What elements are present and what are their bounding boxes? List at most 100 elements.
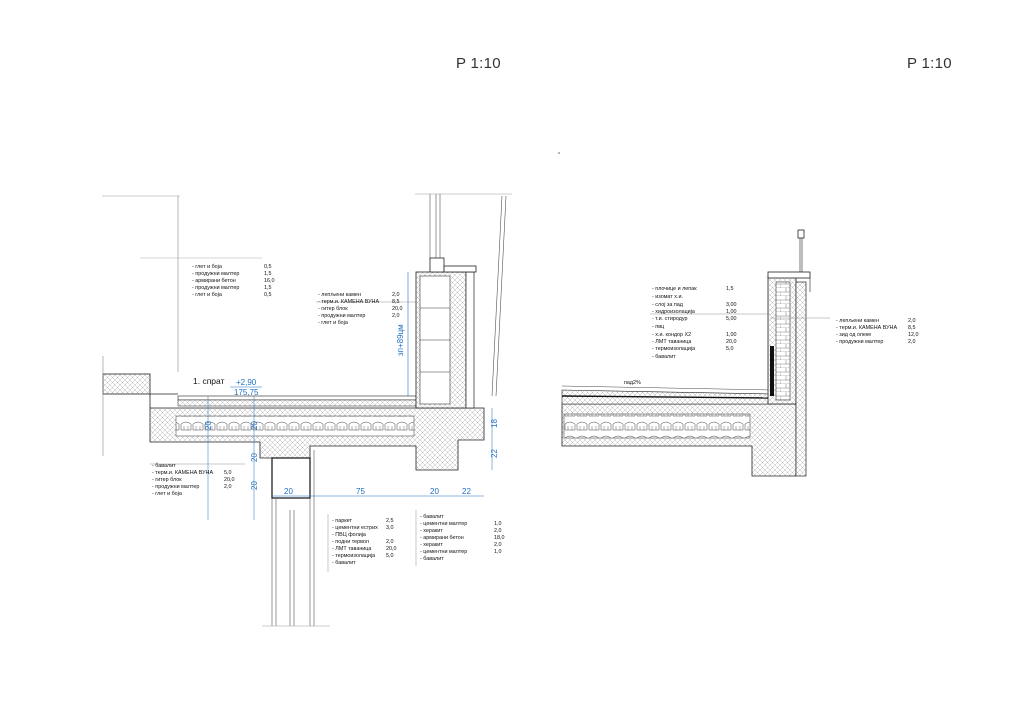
left-detail: 1. спрат +2,90 175,75 зп+89цм 20 20 20 2… [102,193,512,627]
svg-text:2,0: 2,0 [494,528,502,534]
label-wall-0: - лепљени камен [318,292,361,298]
label-lower-0: - бавалит [152,463,176,469]
dim-right-top: 18 [490,419,499,428]
svg-text:2,5: 2,5 [386,518,394,524]
svg-text:3,0: 3,0 [386,525,394,531]
svg-text:2,0: 2,0 [494,542,502,548]
svg-text:18,0: 18,0 [494,535,505,541]
label-beam-2: - херакит [420,528,443,534]
label-lower-3: - продужни малтер [152,484,199,490]
label-lower-2: - гитер блок [152,477,182,483]
slope-label: пад2% [624,380,641,386]
svg-text:5,00: 5,00 [726,316,737,322]
label-floor-3: - подни тервол [332,539,369,545]
scale-label-right: P 1:10 [907,55,952,72]
scale-label-left: P 1:10 [456,55,501,72]
svg-text:12,0: 12,0 [908,332,919,338]
ceiling-layers: - глет и боја 0,5 - продужни малтер 1,5 - … [192,264,275,298]
svg-text:20,0: 20,0 [386,546,397,552]
dim-bottom-b: 75 [356,487,365,496]
label-beam-3: - армирани бетон [420,535,464,541]
label-terrace-4: - т.и. стиродур [652,316,688,322]
label-beam-0: - бавалит [420,514,444,520]
beam-layers: - бавалит - цементни малтер 1,0 - херакит… [420,514,505,562]
svg-text:16,0: 16,0 [264,278,275,284]
svg-text:5,0: 5,0 [726,346,734,352]
svg-text:3,00: 3,00 [726,302,737,308]
label-parapet-1: - терм.и. КАМЕНА ВУНА [836,325,897,331]
wall-lower-layers: - бавалит - терм.и. КАМЕНА ВУНА 5,0 - гит… [152,463,235,497]
label-floor-6: - бавалит [332,560,356,566]
label-wall-2: - гитер блок [318,306,348,312]
label-lower-1: - терм.и. КАМЕНА ВУНА [152,470,213,476]
label-ceiling-3: - продужни малтер [192,285,239,291]
dim-bottom-d: 22 [462,487,471,496]
parapet-layers: - лепљени камен 2,0 - терм.и. КАМЕНА ВУНА… [836,318,919,345]
label-terrace-8: - термоизолација [652,346,695,352]
svg-text:2,0: 2,0 [392,292,400,298]
label-terrace-9: - бавалит [652,354,676,360]
svg-text:0,5: 0,5 [264,292,272,298]
dim-wall: 20 [250,481,259,490]
label-ceiling-1: - продужни малтер [192,271,239,277]
label-terrace-6: - х.и. кондор Х2 [652,332,691,338]
label-parapet-3: - продужни малтер [836,339,883,345]
label-terrace-1: - изомат х.и. [652,294,683,300]
label-floor-4: - ЛМТ таваница [332,546,371,552]
label-beam-4: - херакит [420,542,443,548]
label-terrace-5: - пвц [652,324,664,330]
svg-text:8,5: 8,5 [908,325,916,331]
dim-pier: 20 [250,453,259,462]
label-floor-1: - цементни естрих [332,525,378,531]
label-wall-4: - глет и боја [318,320,348,326]
svg-text:1,0: 1,0 [494,549,502,555]
label-lower-4: - глет и боја [152,491,182,497]
label-floor-2: - ПВЦ фолија [332,532,366,538]
label-beam-5: - цементни малтер [420,549,467,555]
level-name: 1. спрат [193,376,225,386]
label-ceiling-2: - армирани бетон [192,278,236,284]
svg-text:1,5: 1,5 [264,271,272,277]
label-floor-5: - термоизолација [332,553,375,559]
svg-text:2,0: 2,0 [392,313,400,319]
label-terrace-7: - ЛМТ таваница [652,339,691,345]
label-ceiling-0: - глет и боја [192,264,222,270]
svg-text:0,5: 0,5 [264,264,272,270]
label-terrace-3: - хидроизолација [652,309,695,315]
svg-text:5,0: 5,0 [386,553,394,559]
svg-text:1,00: 1,00 [726,332,737,338]
dim-bottom-a: 20 [284,487,293,496]
label-parapet-0: - лепљени камен [836,318,879,324]
svg-text:2,0: 2,0 [386,539,394,545]
label-beam-6: - бавалит [420,556,444,562]
svg-text:2,0: 2,0 [908,318,916,324]
label-ceiling-4: - глет и боја [192,292,222,298]
level-absolute: 175,75 [234,388,259,397]
svg-text:°: ° [558,152,560,158]
svg-text:1,00: 1,00 [726,309,737,315]
svg-text:20,0: 20,0 [392,306,403,312]
svg-text:1,0: 1,0 [494,521,502,527]
dim-beam: 20 [250,421,259,430]
label-wall-3: - продужни малтер [318,313,365,319]
svg-text:20,0: 20,0 [224,477,235,483]
dim-right-bottom: 22 [490,449,499,458]
label-parapet-2: - зид од опеке [836,332,871,338]
floor-layers: - паркет 2,5 - цементни естрих 3,0 - ПВЦ ф… [332,518,397,566]
svg-text:1,5: 1,5 [726,286,734,292]
label-terrace-2: - слој за пад [652,302,684,308]
svg-text:20,0: 20,0 [726,339,737,345]
label-beam-1: - цементни малтер [420,521,467,527]
dim-slab: 20 [204,421,213,430]
wall-left-layers: - лепљени камен 2,0 - терм.и. КАМЕНА ВУНА… [318,292,403,326]
svg-text:5,0: 5,0 [224,470,232,476]
label-wall-1: - терм.и. КАМЕНА ВУНА [318,299,379,305]
svg-text:8,5: 8,5 [392,299,400,305]
svg-text:2,0: 2,0 [224,484,232,490]
label-floor-0: - паркет [332,518,352,524]
svg-text:1,5: 1,5 [264,285,272,291]
vertical-dimension: зп+89цм [396,324,405,356]
